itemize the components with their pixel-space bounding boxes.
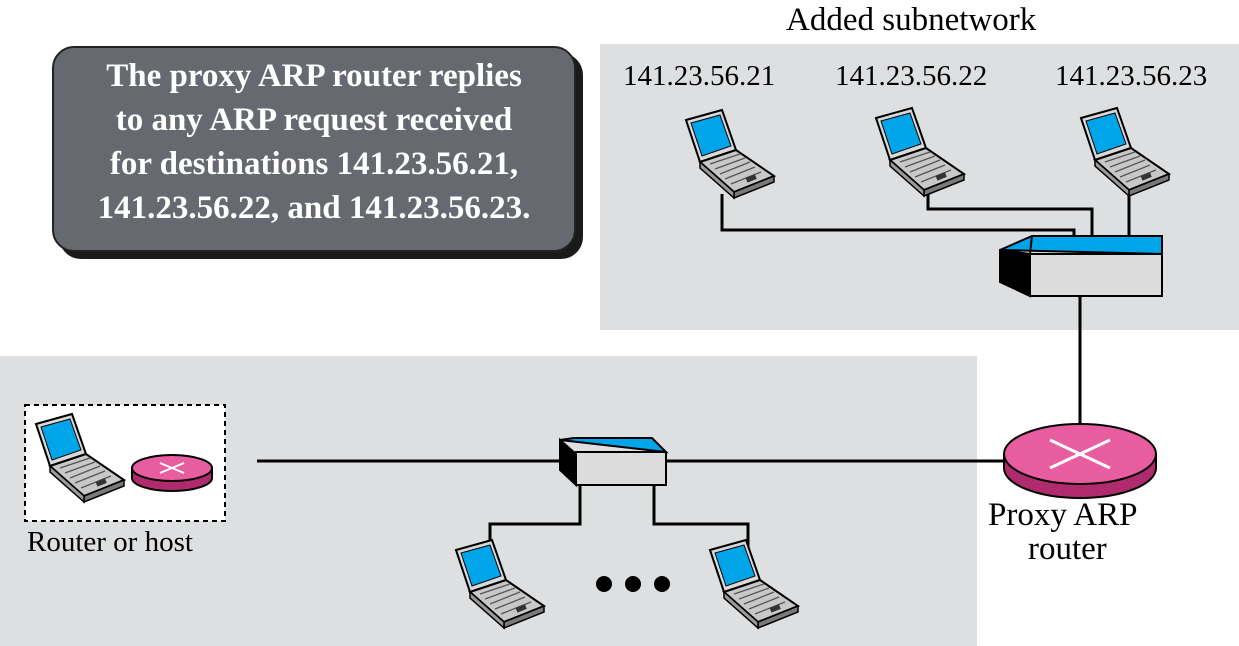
proxy-arp-router-icon [1003,423,1157,499]
host-ip-1: 141.23.56.21 [623,60,776,92]
proxy-arp-callout: The proxy ARP router replies to any ARP … [52,46,576,252]
router-or-host-label: Router or host [27,526,193,558]
proxy-router-label-line2: router [1028,531,1107,567]
proxy-router-label-line1: Proxy ARP [988,497,1138,533]
router-icon [131,454,213,492]
callout-line: The proxy ARP router replies [106,58,522,94]
subnet-title: Added subnetwork [786,2,1037,38]
main-cables [257,459,1004,555]
callout-line: to any ARP request received [115,102,513,138]
subnet-switch [999,235,1163,298]
subnet-cables [720,192,1131,424]
ellipsis-dots [596,576,670,592]
callout-line: for destinations 141.23.56.21, [109,146,519,182]
callout-line: 141.23.56.22, and 141.23.56.23. [97,190,531,226]
main-switch [559,437,669,488]
host-ip-2: 141.23.56.22 [835,60,988,92]
host-ip-3: 141.23.56.23 [1055,60,1208,92]
